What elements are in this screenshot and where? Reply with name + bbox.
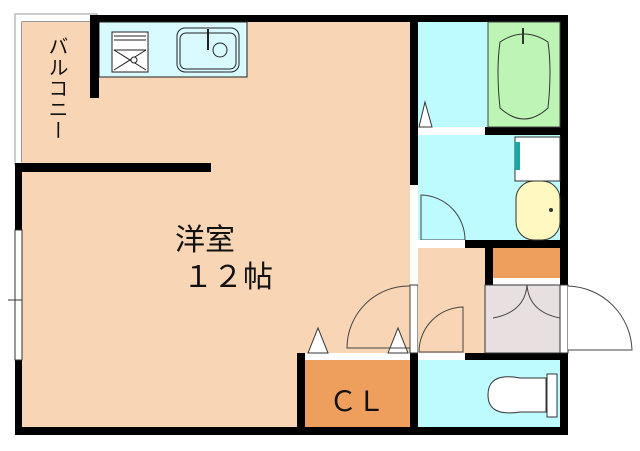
room-name: 洋室 — [175, 223, 235, 258]
hallway — [418, 248, 485, 353]
washbasin-icon — [515, 180, 561, 241]
entrance-door-swing[interactable] — [567, 285, 633, 351]
window — [8, 229, 23, 361]
toilet-icon — [487, 373, 558, 418]
washroom — [418, 22, 488, 127]
entrance — [484, 284, 561, 354]
closet-label: ＣＬ — [329, 385, 385, 418]
balcony-label: バルコニー — [45, 36, 69, 141]
stove-icon — [111, 31, 149, 73]
bathtub — [487, 21, 561, 128]
room-size: １２帖 — [183, 260, 273, 295]
kitchen-counter — [98, 21, 248, 78]
shoe-cabinet — [493, 248, 560, 278]
closet — [305, 360, 410, 427]
sink-icon — [176, 27, 240, 73]
washing-machine-icon — [514, 136, 561, 182]
sanitary-door-swing[interactable] — [420, 194, 466, 241]
closet-door-marks — [307, 326, 409, 354]
room-door-swing[interactable] — [346, 285, 411, 349]
